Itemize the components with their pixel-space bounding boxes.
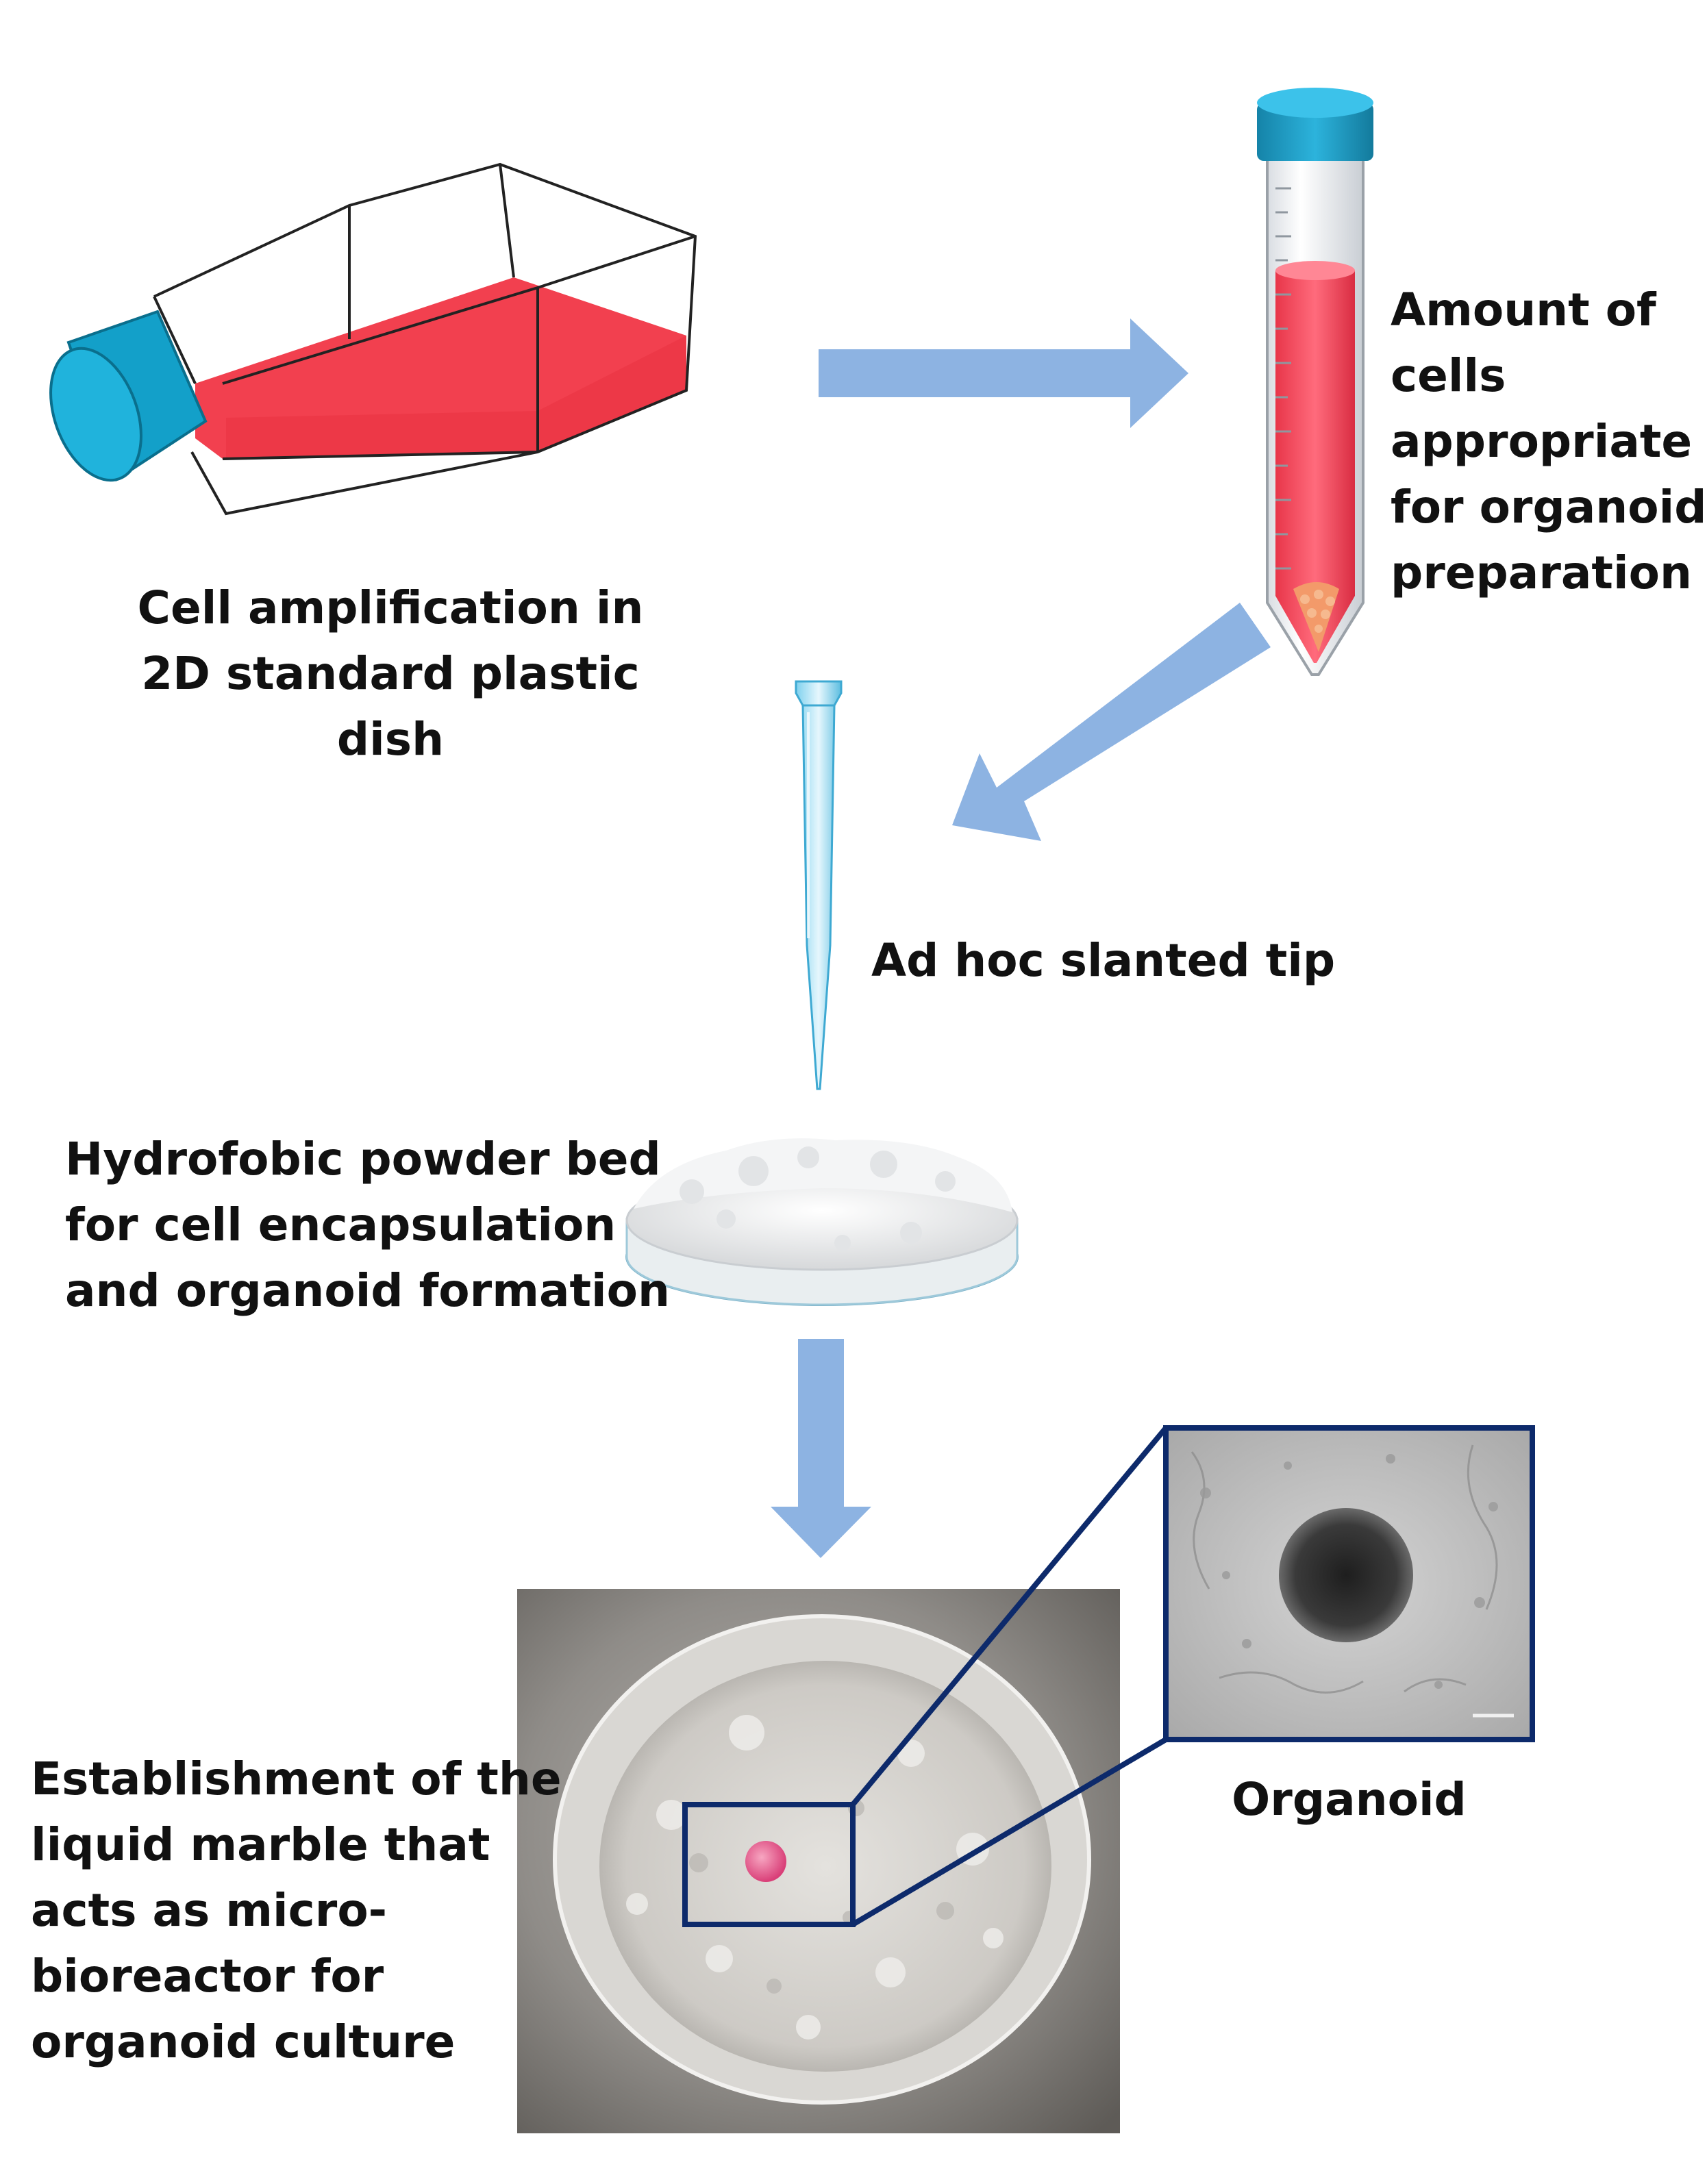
arrow-right (819, 318, 1188, 428)
label-line: Ad hoc slanted tip (871, 934, 1336, 987)
tube-graduations (1275, 187, 1291, 570)
label-line: Hydrofobic powder bed (65, 1133, 661, 1185)
label-line: acts as micro- (31, 1884, 388, 1937)
label-line: bioreactor for (31, 1950, 384, 2003)
label-line: and organoid formation (65, 1264, 671, 1317)
label-line: Amount of (1391, 284, 1656, 336)
arrow-down-left (952, 603, 1271, 841)
label-line: 2D standard plastic (141, 647, 640, 700)
label-marble-step: Establishment of the liquid marble that … (31, 1746, 562, 2075)
label-line: Cell amplification in (137, 581, 644, 634)
zoom-indicator (682, 1425, 1535, 1927)
label-line: organoid culture (31, 2016, 456, 2068)
label-line: preparation (1391, 547, 1692, 599)
organoid-spheroid (1279, 1508, 1413, 1642)
pipette-tip-illustration (795, 680, 843, 1090)
liquid-marble-photo (517, 1589, 1120, 2133)
tube-cap (1257, 103, 1373, 161)
label-flask-step: Cell amplification in 2D standard plasti… (130, 575, 651, 773)
organoid-micrograph (1166, 1428, 1532, 1740)
label-tip-step: Ad hoc slanted tip (871, 928, 1335, 994)
label-powder-step: Hydrofobic powder bed for cell encapsula… (65, 1127, 670, 1324)
label-line: Organoid (1232, 1773, 1467, 1826)
label-line: appropriate (1391, 415, 1693, 468)
label-tube-step: Amount of cells appropriate for organoid… (1391, 277, 1706, 606)
liquid-marble (745, 1841, 786, 1882)
zoom-region-box (682, 1802, 856, 1927)
conical-tube-illustration (1257, 88, 1373, 676)
label-line: liquid marble that (31, 1818, 490, 1871)
micrograph-frame (1163, 1425, 1535, 1742)
flask-cap (49, 310, 208, 482)
arrow-down (771, 1339, 871, 1558)
tube-medium (1275, 264, 1355, 663)
label-line: for cell encapsulation (65, 1198, 616, 1251)
powder-bed-dish (625, 1138, 1019, 1306)
label-line: dish (336, 713, 445, 766)
label-line: for organoid (1391, 481, 1707, 534)
culture-flask-illustration (49, 162, 697, 516)
label-line: Establishment of the (31, 1753, 562, 1805)
label-line: cells (1391, 349, 1506, 402)
label-organoid: Organoid (1166, 1767, 1532, 1833)
